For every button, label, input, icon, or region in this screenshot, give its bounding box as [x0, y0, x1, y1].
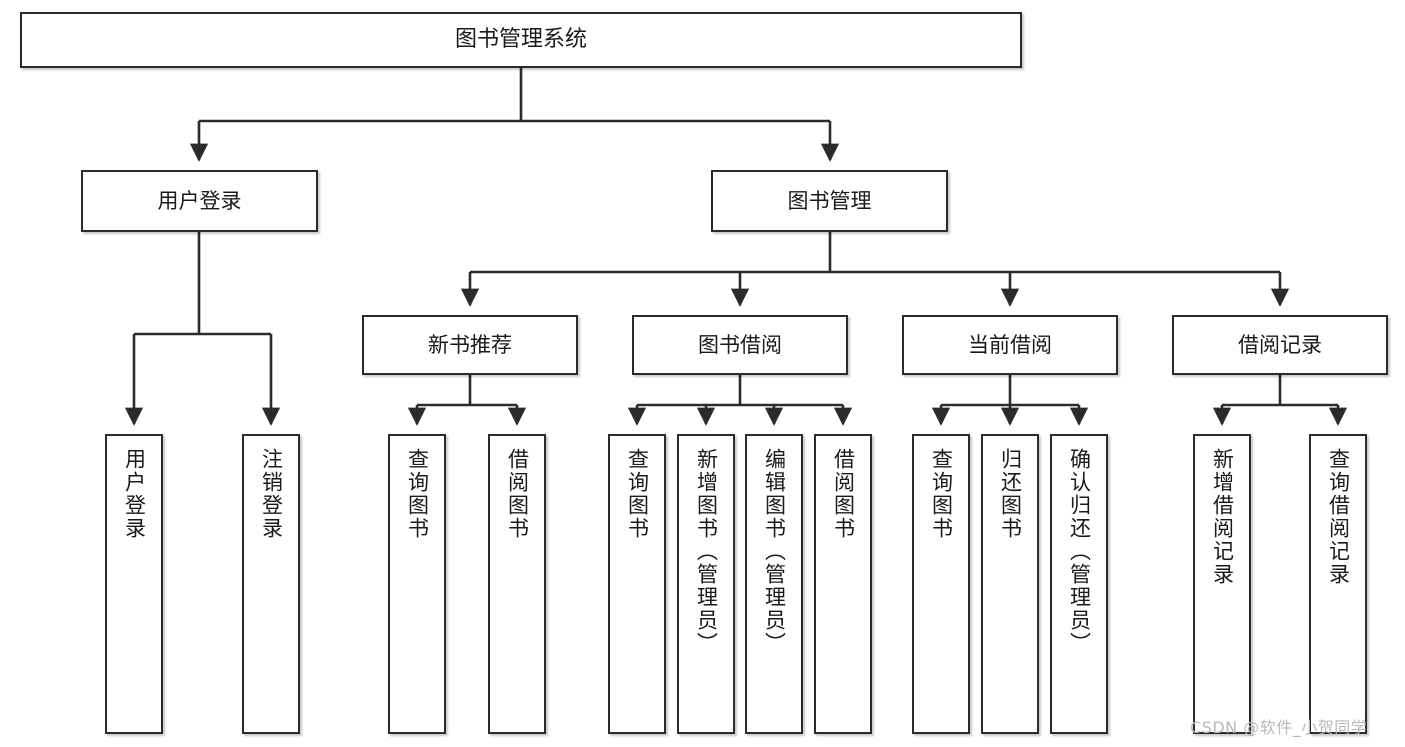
leaf-user-login-user-login[interactable]: 用户登录: [105, 434, 163, 734]
node-label: 编辑图书（管理员）: [762, 448, 787, 655]
node-label: 图书管理系统: [454, 27, 587, 53]
node-label: 归还图书: [998, 448, 1023, 540]
node-label: 注销登录: [259, 448, 284, 540]
node-book-borrow[interactable]: 图书借阅: [632, 315, 848, 375]
node-label: 借阅记录: [1238, 332, 1322, 357]
node-label: 查询借阅记录: [1326, 448, 1351, 586]
node-borrow-record[interactable]: 借阅记录: [1172, 315, 1388, 375]
node-label: 确认归还（管理员）: [1067, 448, 1092, 655]
node-current-borrow[interactable]: 当前借阅: [902, 315, 1118, 375]
leaf-borrow-record-query-record[interactable]: 查询借阅记录: [1309, 434, 1367, 734]
node-book-management[interactable]: 图书管理: [711, 170, 948, 232]
node-label: 借阅图书: [831, 448, 856, 540]
node-new-book-recommend[interactable]: 新书推荐: [362, 315, 578, 375]
node-label: 用户登录: [122, 448, 147, 540]
node-root-book-management-system[interactable]: 图书管理系统: [20, 12, 1022, 68]
leaf-new-book-borrow-book[interactable]: 借阅图书: [488, 434, 546, 734]
node-label: 当前借阅: [968, 332, 1052, 357]
leaf-user-login-logout[interactable]: 注销登录: [242, 434, 300, 734]
leaf-current-borrow-return-book[interactable]: 归还图书: [981, 434, 1039, 734]
leaf-book-borrow-add-book-admin[interactable]: 新增图书（管理员）: [677, 434, 735, 734]
leaf-book-borrow-edit-book-admin[interactable]: 编辑图书（管理员）: [745, 434, 803, 734]
node-label: 图书借阅: [698, 332, 782, 357]
leaf-book-borrow-borrow-book[interactable]: 借阅图书: [814, 434, 872, 734]
node-label: 查询图书: [625, 448, 650, 540]
leaf-new-book-query-book[interactable]: 查询图书: [388, 434, 446, 734]
leaf-book-borrow-query-book[interactable]: 查询图书: [608, 434, 666, 734]
node-label: 查询图书: [405, 448, 430, 540]
node-label: 查询图书: [929, 448, 954, 540]
node-label: 新增图书（管理员）: [694, 448, 719, 655]
node-label: 新增借阅记录: [1210, 448, 1235, 586]
node-label: 用户登录: [157, 188, 242, 213]
node-label: 新书推荐: [428, 332, 512, 357]
leaf-current-borrow-confirm-return-admin[interactable]: 确认归还（管理员）: [1050, 434, 1108, 734]
node-user-login[interactable]: 用户登录: [81, 170, 318, 232]
leaf-borrow-record-add-record[interactable]: 新增借阅记录: [1193, 434, 1251, 734]
node-label: 借阅图书: [505, 448, 530, 540]
node-label: 图书管理: [787, 188, 872, 213]
leaf-current-borrow-query-book[interactable]: 查询图书: [912, 434, 970, 734]
